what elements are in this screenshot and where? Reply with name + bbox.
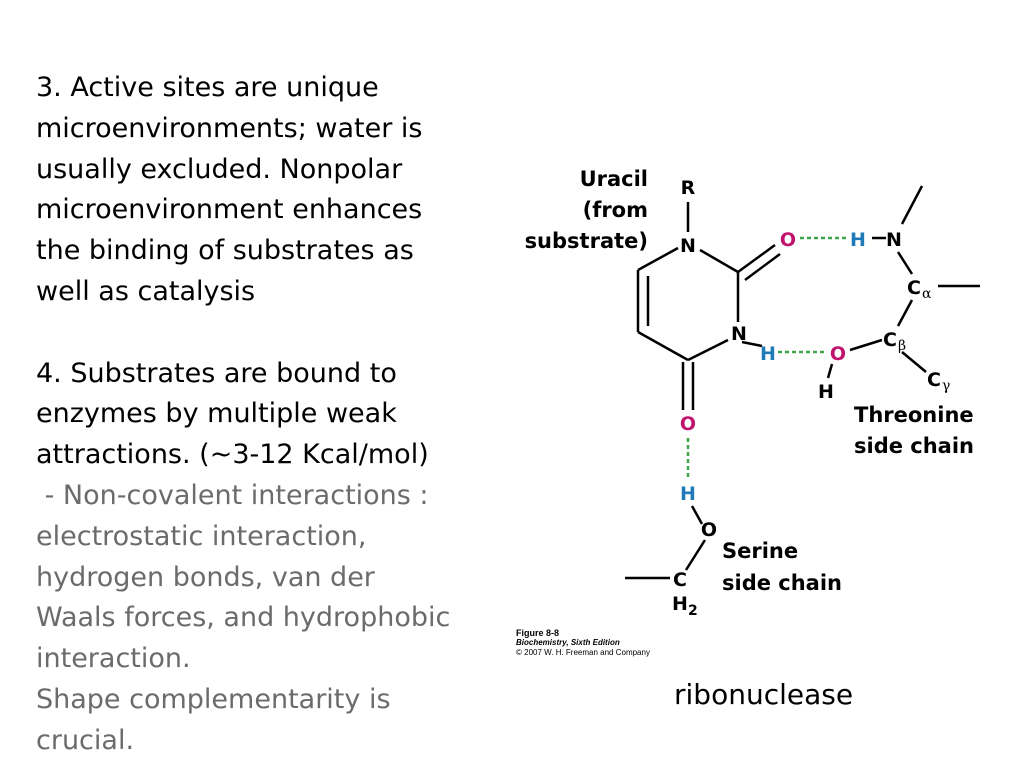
credit-figure-number: Figure 8-8 bbox=[516, 628, 560, 638]
subscript-two: 2 bbox=[688, 603, 698, 619]
point4-detail-line: interaction. bbox=[36, 643, 191, 675]
point4-line: attractions. (~3-12 Kcal/mol) bbox=[36, 439, 429, 471]
atom-h-thr-n: H bbox=[850, 229, 866, 251]
credit-book-title: Biochemistry, Sixth Edition bbox=[516, 638, 620, 647]
bond-c5-c4 bbox=[637, 330, 689, 362]
atom-h-thr-o: H bbox=[818, 381, 834, 403]
atom-labels: R N N O O H H N C C C O H H O C H bbox=[672, 177, 941, 615]
bond-c4-n3 bbox=[687, 338, 729, 362]
group-labels: Uracil (from substrate) Threonine side c… bbox=[525, 167, 974, 595]
bond-h-o-ser bbox=[690, 505, 704, 525]
hydrogen-bonds bbox=[686, 236, 846, 480]
atom-c-beta: C bbox=[883, 329, 897, 351]
point3-line: well as catalysis bbox=[36, 275, 256, 307]
subscript-beta: β bbox=[898, 338, 906, 354]
atom-c-ser: C bbox=[673, 569, 687, 591]
bond-cbeta-o bbox=[849, 338, 883, 352]
point3-line: microenvironment enhances bbox=[36, 194, 423, 226]
point3-line: microenvironments; water is bbox=[36, 112, 423, 144]
label-uracil-2: (from bbox=[583, 198, 648, 222]
point4-detail-line: Waals forces, and hydrophobic bbox=[36, 602, 451, 634]
credit-copyright: © 2007 W. H. Freeman and Company bbox=[516, 648, 650, 657]
point3-line: 3. Active sites are unique bbox=[36, 72, 379, 103]
ribonuclease-binding-figure: R N N O O H H N C C C O H H O C H α β γ … bbox=[525, 167, 980, 619]
label-serine-1: Serine bbox=[722, 539, 798, 563]
bond-o-h-thr bbox=[826, 363, 834, 379]
atom-o-ser: O bbox=[701, 519, 717, 541]
bond-c2-o2-double bbox=[744, 252, 781, 282]
bond-o-c-ser bbox=[684, 539, 707, 571]
point4-line: 4. Substrates are bound to bbox=[36, 357, 397, 389]
figure-credit: Figure 8-8 Biochemistry, Sixth Edition ©… bbox=[516, 628, 650, 658]
point4-detail-line: electrostatic interaction, bbox=[36, 520, 367, 552]
bond-c2-o2 bbox=[737, 243, 776, 274]
bond-n3-h bbox=[741, 340, 763, 348]
point4-line: enzymes by multiple weak bbox=[36, 398, 397, 430]
figure-caption: ribonuclease bbox=[674, 678, 854, 711]
atom-subscripts: α β γ 2 bbox=[688, 286, 950, 619]
atom-n3: N bbox=[731, 323, 747, 345]
atom-h-ser: H bbox=[680, 483, 696, 505]
atom-n-thr: N bbox=[886, 229, 902, 251]
label-uracil-3: substrate) bbox=[525, 229, 648, 253]
bond-c2-n1 bbox=[699, 248, 739, 274]
label-serine-2: side chain bbox=[722, 571, 842, 595]
atom-c-alpha: C bbox=[907, 277, 921, 299]
point4-detail-line: - Non-covalent interactions : bbox=[36, 479, 429, 511]
atom-c-gamma: C bbox=[927, 369, 941, 391]
point4-detail-line: hydrogen bonds, van der bbox=[36, 561, 375, 593]
atom-h-n3: H bbox=[760, 343, 776, 365]
atom-r: R bbox=[681, 177, 696, 199]
atom-o4: O bbox=[680, 413, 696, 435]
paragraph-spacer bbox=[36, 313, 516, 354]
atom-n1: N bbox=[680, 235, 696, 257]
slide-text: 3. Active sites are unique microenvironm… bbox=[36, 68, 516, 762]
atom-o-thr: O bbox=[830, 343, 846, 365]
atom-o2: O bbox=[780, 229, 796, 251]
subscript-alpha: α bbox=[922, 286, 932, 302]
point4-detail-line: crucial. bbox=[36, 724, 135, 756]
point3-line: usually excluded. Nonpolar bbox=[36, 153, 403, 185]
point3-line: the binding of substrates as bbox=[36, 235, 414, 267]
bond-n-calpha bbox=[896, 251, 914, 275]
bond-cbeta-cgamma bbox=[901, 351, 927, 373]
bond-n1-c6 bbox=[637, 246, 679, 272]
atom-h2-ser: H bbox=[672, 593, 688, 615]
label-uracil-1: Uracil bbox=[580, 167, 648, 191]
covalent-bonds bbox=[625, 185, 980, 580]
bond-calpha-cbeta bbox=[896, 299, 914, 327]
label-threonine-1: Threonine bbox=[854, 403, 974, 427]
label-threonine-2: side chain bbox=[854, 434, 974, 458]
point4-detail-line: Shape complementarity is bbox=[36, 683, 391, 715]
bond-n-methyl bbox=[900, 185, 924, 225]
subscript-gamma: γ bbox=[942, 378, 950, 394]
